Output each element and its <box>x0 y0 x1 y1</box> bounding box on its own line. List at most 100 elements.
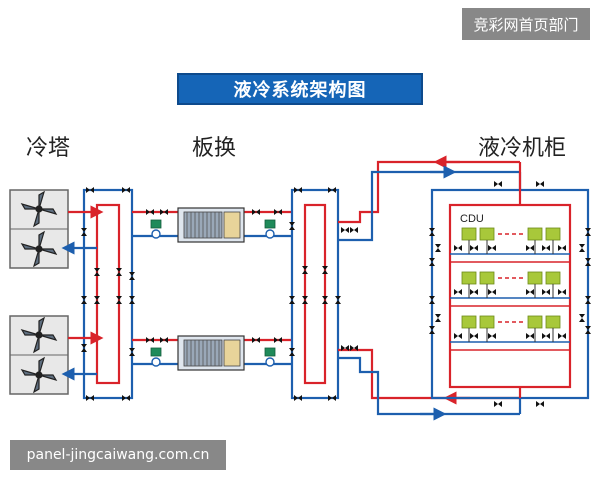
fan-icon <box>20 190 58 228</box>
valve-icon <box>328 187 336 193</box>
cdu-icon <box>461 271 477 298</box>
cdu-icon <box>479 271 495 298</box>
cdu-icon <box>461 227 477 254</box>
valve-icon <box>252 209 260 215</box>
valve-icon <box>341 345 349 351</box>
valve-icon <box>542 289 550 295</box>
valve-icon <box>129 272 135 280</box>
valve-icon <box>526 333 534 339</box>
valve-icon <box>454 333 462 339</box>
valve-icon <box>160 209 168 215</box>
valve-icon <box>454 245 462 251</box>
valve-icon <box>81 344 87 352</box>
valve-icon <box>94 296 100 304</box>
valve-icon <box>429 228 435 236</box>
valve-icon <box>252 337 260 343</box>
valve-icon <box>536 181 544 187</box>
valve-icon <box>558 245 566 251</box>
pump-icon <box>264 347 276 367</box>
cabinet-supply-return <box>338 155 520 421</box>
valve-icon <box>86 187 94 193</box>
valve-icon <box>579 314 585 322</box>
fan-icon <box>20 230 58 268</box>
cdu-icon <box>545 315 561 342</box>
valve-icon <box>122 187 130 193</box>
valve-icon <box>81 296 87 304</box>
fan-icon <box>20 356 58 394</box>
valve-icon <box>542 245 550 251</box>
valve-icon <box>429 326 435 334</box>
pump-icon <box>150 347 162 367</box>
valve-icon <box>488 245 496 251</box>
valve-icon <box>542 333 550 339</box>
valve-icon <box>302 296 308 304</box>
valve-icon <box>454 289 462 295</box>
valve-icon <box>81 228 87 236</box>
section-label-liquid-cabinet: 液冷机柜 <box>478 136 567 161</box>
valve-icon <box>294 395 302 401</box>
valve-icon <box>488 333 496 339</box>
pump-icon <box>150 219 162 239</box>
fan-icon <box>20 316 58 354</box>
valve-icon <box>558 333 566 339</box>
valve-icon <box>470 245 478 251</box>
valve-icon <box>341 227 349 233</box>
valve-icon <box>470 333 478 339</box>
section-label-cooling-tower: 冷塔 <box>26 136 71 161</box>
valve-icon <box>302 266 308 274</box>
cdu-icon <box>545 227 561 254</box>
valve-icon <box>494 181 502 187</box>
valve-icon <box>435 244 441 252</box>
cdu-icon <box>527 271 543 298</box>
valve-icon <box>94 268 100 276</box>
valve-icon <box>350 345 358 351</box>
cdu-icon <box>461 315 477 342</box>
pump-icon <box>264 219 276 239</box>
cdu-row <box>450 315 570 351</box>
valve-icon <box>429 258 435 266</box>
valve-icon <box>322 296 328 304</box>
valve-icon <box>146 209 154 215</box>
cdu-icon <box>527 227 543 254</box>
valve-icon <box>429 296 435 304</box>
valve-icon <box>122 395 130 401</box>
valve-icon <box>558 289 566 295</box>
valve-icon <box>585 228 591 236</box>
corner-label: 竞彩网首页部门 <box>462 8 590 40</box>
valve-icon <box>585 326 591 334</box>
valve-icon <box>289 296 295 304</box>
cdu-icon <box>527 315 543 342</box>
valve-icon <box>585 296 591 304</box>
footer-url: panel-jingcaiwang.com.cn <box>10 440 226 470</box>
valve-icon <box>289 348 295 356</box>
valve-icon <box>494 401 502 407</box>
valve-icon <box>116 268 122 276</box>
cdu-row <box>450 271 570 307</box>
valve-icon <box>526 289 534 295</box>
valve-icon <box>435 314 441 322</box>
valve-icon <box>86 395 94 401</box>
valve-icon <box>274 337 282 343</box>
cdu-label: CDU <box>460 213 484 225</box>
cdu-icon <box>479 227 495 254</box>
cdu-row <box>450 227 570 263</box>
valve-icon <box>526 245 534 251</box>
valve-icon <box>294 187 302 193</box>
valve-icon <box>470 289 478 295</box>
valve-icon <box>585 258 591 266</box>
valve-icon <box>488 289 496 295</box>
secondary-loop-frame <box>290 188 340 400</box>
valve-icon <box>289 222 295 230</box>
valve-icon <box>322 266 328 274</box>
valve-icon <box>146 337 154 343</box>
valve-icon <box>129 296 135 304</box>
cdu-icon <box>545 271 561 298</box>
valve-icon <box>160 337 168 343</box>
valve-icon <box>274 209 282 215</box>
cooling-loop <box>61 188 134 400</box>
valve-icon <box>579 244 585 252</box>
cdu-icon <box>479 315 495 342</box>
valve-icon <box>116 296 122 304</box>
valve-icon <box>335 296 341 304</box>
